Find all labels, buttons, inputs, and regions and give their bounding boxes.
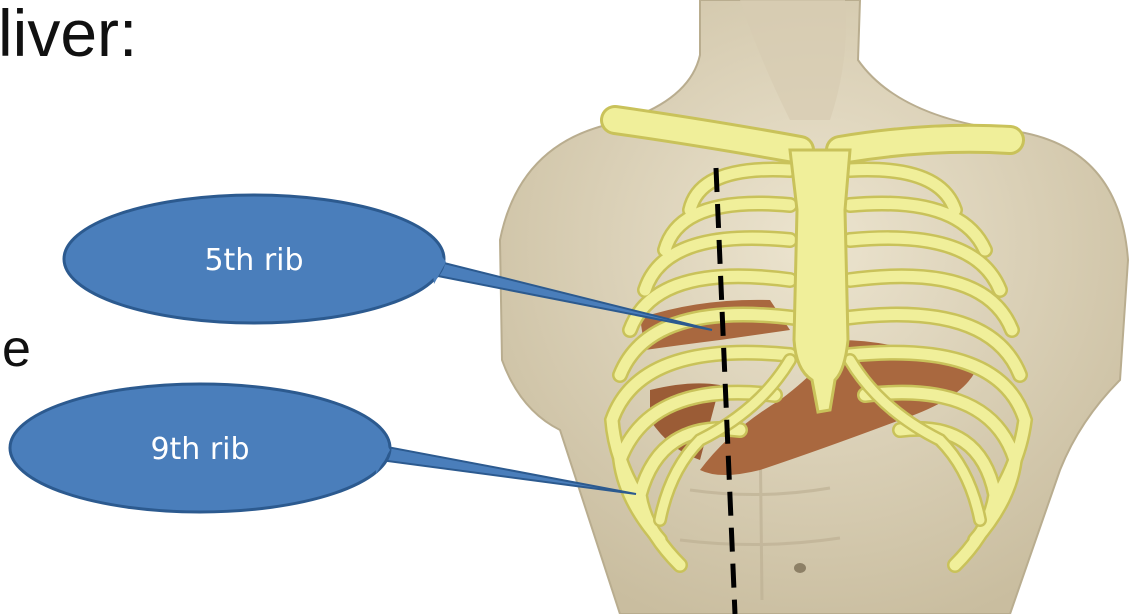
callout-label-9th-rib: 9th rib <box>150 432 249 467</box>
callout-label-5th-rib: 5th rib <box>204 243 303 278</box>
